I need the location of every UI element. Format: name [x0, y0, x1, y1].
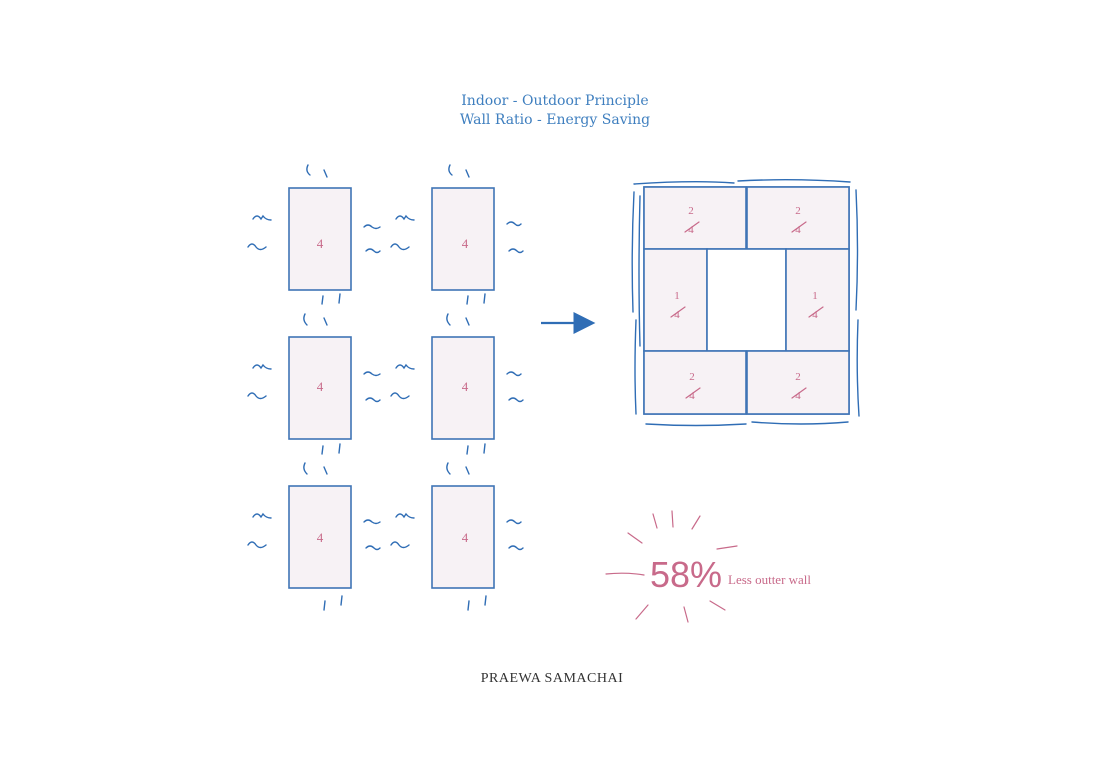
cell-bottom-right	[746, 350, 850, 415]
title-line-1: Indoor - Outdoor Principle	[461, 93, 648, 109]
courtyard-block: 2 4 2 4 1 4 1 4 2 4 2 4	[631, 179, 860, 427]
fraction-label: 2 4	[791, 205, 807, 236]
unit-room	[431, 336, 495, 440]
cell-top-right	[746, 186, 850, 250]
unit: 4	[288, 336, 352, 440]
unit-room	[288, 187, 352, 291]
fraction-numerator: 1	[812, 290, 818, 302]
stat-burst: 58% Less outter wall	[605, 510, 811, 623]
fraction-label: 1 4	[808, 290, 824, 321]
unit: 4	[431, 187, 495, 291]
fraction-denominator: 4	[688, 224, 694, 236]
fraction-denominator: 4	[812, 309, 818, 321]
courtyard-void	[706, 248, 787, 352]
fraction-denominator: 4	[674, 309, 680, 321]
detached-units-grid: 4 4 4 4 4 4	[288, 187, 495, 589]
burst-rays-icon	[605, 510, 738, 623]
cell-middle-right	[785, 248, 850, 352]
fraction-numerator: 2	[795, 371, 801, 383]
title-line-2: Wall Ratio - Energy Saving	[460, 112, 650, 128]
cell-bottom-left	[643, 350, 747, 415]
cell-top-left	[643, 186, 747, 250]
unit-label: 4	[317, 379, 324, 394]
unit: 4	[288, 485, 352, 589]
fraction-label: 1 4	[670, 290, 686, 321]
fraction-numerator: 2	[688, 205, 694, 217]
unit-label: 4	[317, 530, 324, 545]
stat-caption: Less outter wall	[728, 572, 811, 587]
fraction-numerator: 2	[689, 371, 695, 383]
outer-wall-sketch	[631, 179, 860, 427]
fraction-label: 2 4	[791, 371, 807, 402]
unit-label: 4	[462, 530, 469, 545]
unit-label: 4	[317, 236, 324, 251]
fraction-label: 2 4	[685, 371, 701, 402]
unit: 4	[431, 485, 495, 589]
unit: 4	[431, 336, 495, 440]
unit-room	[431, 485, 495, 589]
fraction-numerator: 1	[674, 290, 680, 302]
fraction-label: 2 4	[684, 205, 700, 236]
fraction-denominator: 4	[689, 390, 695, 402]
author-name: PRAEWA SAMACHAI	[481, 671, 623, 686]
unit-label: 4	[462, 236, 469, 251]
stat-value: 58%	[650, 554, 722, 595]
unit: 4	[288, 187, 352, 291]
unit-label: 4	[462, 379, 469, 394]
unit-room	[288, 336, 352, 440]
fraction-numerator: 2	[795, 205, 801, 217]
fraction-denominator: 4	[795, 390, 801, 402]
wind-marks	[247, 164, 524, 611]
unit-room	[431, 187, 495, 291]
unit-room	[288, 485, 352, 589]
fraction-denominator: 4	[795, 224, 801, 236]
